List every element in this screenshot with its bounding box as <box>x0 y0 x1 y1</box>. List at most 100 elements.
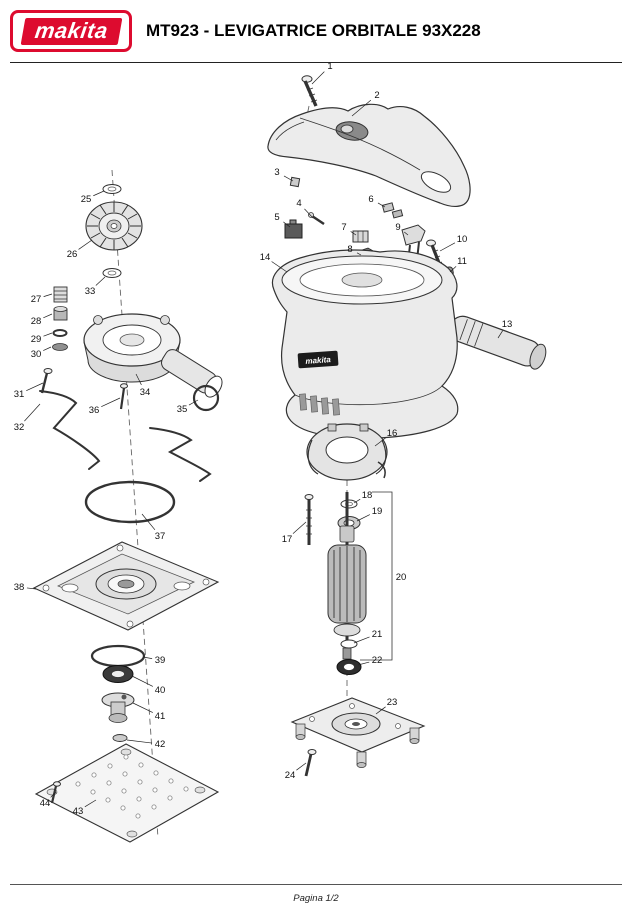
part-number-32: 32 <box>14 422 25 433</box>
part-screw-1-drawing <box>301 75 318 107</box>
callout-line-43 <box>84 799 97 808</box>
plate-hole <box>91 772 97 778</box>
callout-line-32 <box>24 403 41 422</box>
part-number-41: 41 <box>155 711 166 722</box>
housing-brand-label: makita <box>305 355 331 366</box>
plate-hole <box>105 797 111 803</box>
part-number-36: 36 <box>89 405 100 416</box>
part-number-25: 25 <box>81 194 92 205</box>
part-oring-39-drawing <box>90 644 146 668</box>
part-number-14: 14 <box>260 252 271 263</box>
callout-line-30 <box>43 346 52 351</box>
part-number-27: 27 <box>31 294 42 305</box>
part-switch-5-drawing <box>284 219 303 239</box>
callout-line-14 <box>271 261 288 273</box>
part-number-40: 40 <box>155 685 166 696</box>
plate-hole <box>137 779 143 785</box>
part-fan-26-drawing <box>85 201 143 251</box>
callout-line-8 <box>356 252 362 256</box>
part-field-stator-16-drawing <box>306 423 388 481</box>
part-washer-25-drawing <box>102 184 122 194</box>
callout-line-7 <box>350 231 357 236</box>
callout-line-23 <box>375 706 386 715</box>
callout-line-26 <box>78 239 93 250</box>
callout-line-3 <box>283 175 294 182</box>
plate-hole <box>152 787 158 793</box>
plate-hole <box>123 754 129 760</box>
callout-line-9 <box>404 231 409 236</box>
part-number-13: 13 <box>502 319 513 330</box>
callout-line-22 <box>357 661 370 666</box>
part-42-drawing <box>112 734 128 742</box>
plate-hole <box>121 788 127 794</box>
footer-divider <box>10 884 622 885</box>
callout-line-19 <box>356 514 371 522</box>
makita-logo: makita <box>10 10 132 52</box>
callout-line-37 <box>141 513 156 531</box>
page-number: Pagina 1/2 <box>293 893 339 904</box>
callout-layer: 1234567891011131416171819202122232425262… <box>14 61 513 817</box>
part-oring-29-drawing <box>52 329 68 337</box>
part-number-4: 4 <box>296 198 301 209</box>
callout-line-31 <box>26 382 44 391</box>
part-number-31: 31 <box>14 389 25 400</box>
callout-line-36 <box>101 397 121 407</box>
part-number-44: 44 <box>40 798 51 809</box>
plate-hole <box>106 780 112 786</box>
part-number-9: 9 <box>395 222 400 233</box>
part-number-8: 8 <box>347 244 352 255</box>
part-number-19: 19 <box>372 506 383 517</box>
part-connector-7-drawing <box>352 230 369 243</box>
plate-hole <box>136 796 142 802</box>
callout-line-24 <box>296 762 307 771</box>
part-bearing-40-drawing <box>102 665 134 683</box>
plate-hole <box>138 762 144 768</box>
callout-line-16 <box>374 437 386 447</box>
callout-line-34 <box>135 373 142 386</box>
part-number-5: 5 <box>274 212 279 223</box>
callout-line-6 <box>377 202 386 208</box>
part-number-38: 38 <box>14 582 25 593</box>
part-base-housing-38-drawing <box>32 541 220 631</box>
part-number-17: 17 <box>282 534 293 545</box>
callout-line-29 <box>43 332 53 337</box>
part-number-43: 43 <box>73 806 84 817</box>
part-spring-27-drawing <box>53 286 68 303</box>
plate-hole <box>153 770 159 776</box>
part-number-22: 22 <box>372 655 383 666</box>
part-number-10: 10 <box>457 234 468 245</box>
part-sleeve-28-drawing <box>53 306 68 321</box>
part-number-37: 37 <box>155 531 166 542</box>
callout-line-44 <box>50 791 57 798</box>
part-number-18: 18 <box>362 490 373 501</box>
callout-line-40 <box>131 675 154 687</box>
part-6-drawing <box>381 202 404 219</box>
part-screw-36-drawing <box>119 383 128 410</box>
part-motor-housing-14-drawing: makita <box>271 249 459 439</box>
callout-line-35 <box>188 399 199 406</box>
callout-line-17 <box>292 521 307 534</box>
part-top-housing-2-drawing <box>267 103 471 207</box>
plate-hole <box>135 813 141 819</box>
part-handle-grip-13-drawing <box>449 315 547 370</box>
callout-line-41 <box>132 702 153 713</box>
part-number-2: 2 <box>374 90 379 101</box>
part-number-39: 39 <box>155 655 166 666</box>
plate-hole <box>122 771 128 777</box>
part-number-42: 42 <box>155 739 166 750</box>
part-washer-21-drawing <box>340 639 358 649</box>
part-3-drawing <box>289 176 301 188</box>
part-wire-frames-32-drawing <box>39 390 212 482</box>
callout-line-25 <box>93 190 105 197</box>
part-number-30: 30 <box>31 349 42 360</box>
callout-line-33 <box>95 276 106 286</box>
callout-line-5 <box>283 221 291 228</box>
bearing-box-feet <box>295 723 420 768</box>
part-number-24: 24 <box>285 770 296 781</box>
part-screw-24-drawing <box>304 749 317 777</box>
part-washer-18-drawing <box>340 499 358 509</box>
plate-hole <box>151 804 157 810</box>
plate-hole <box>183 786 189 792</box>
